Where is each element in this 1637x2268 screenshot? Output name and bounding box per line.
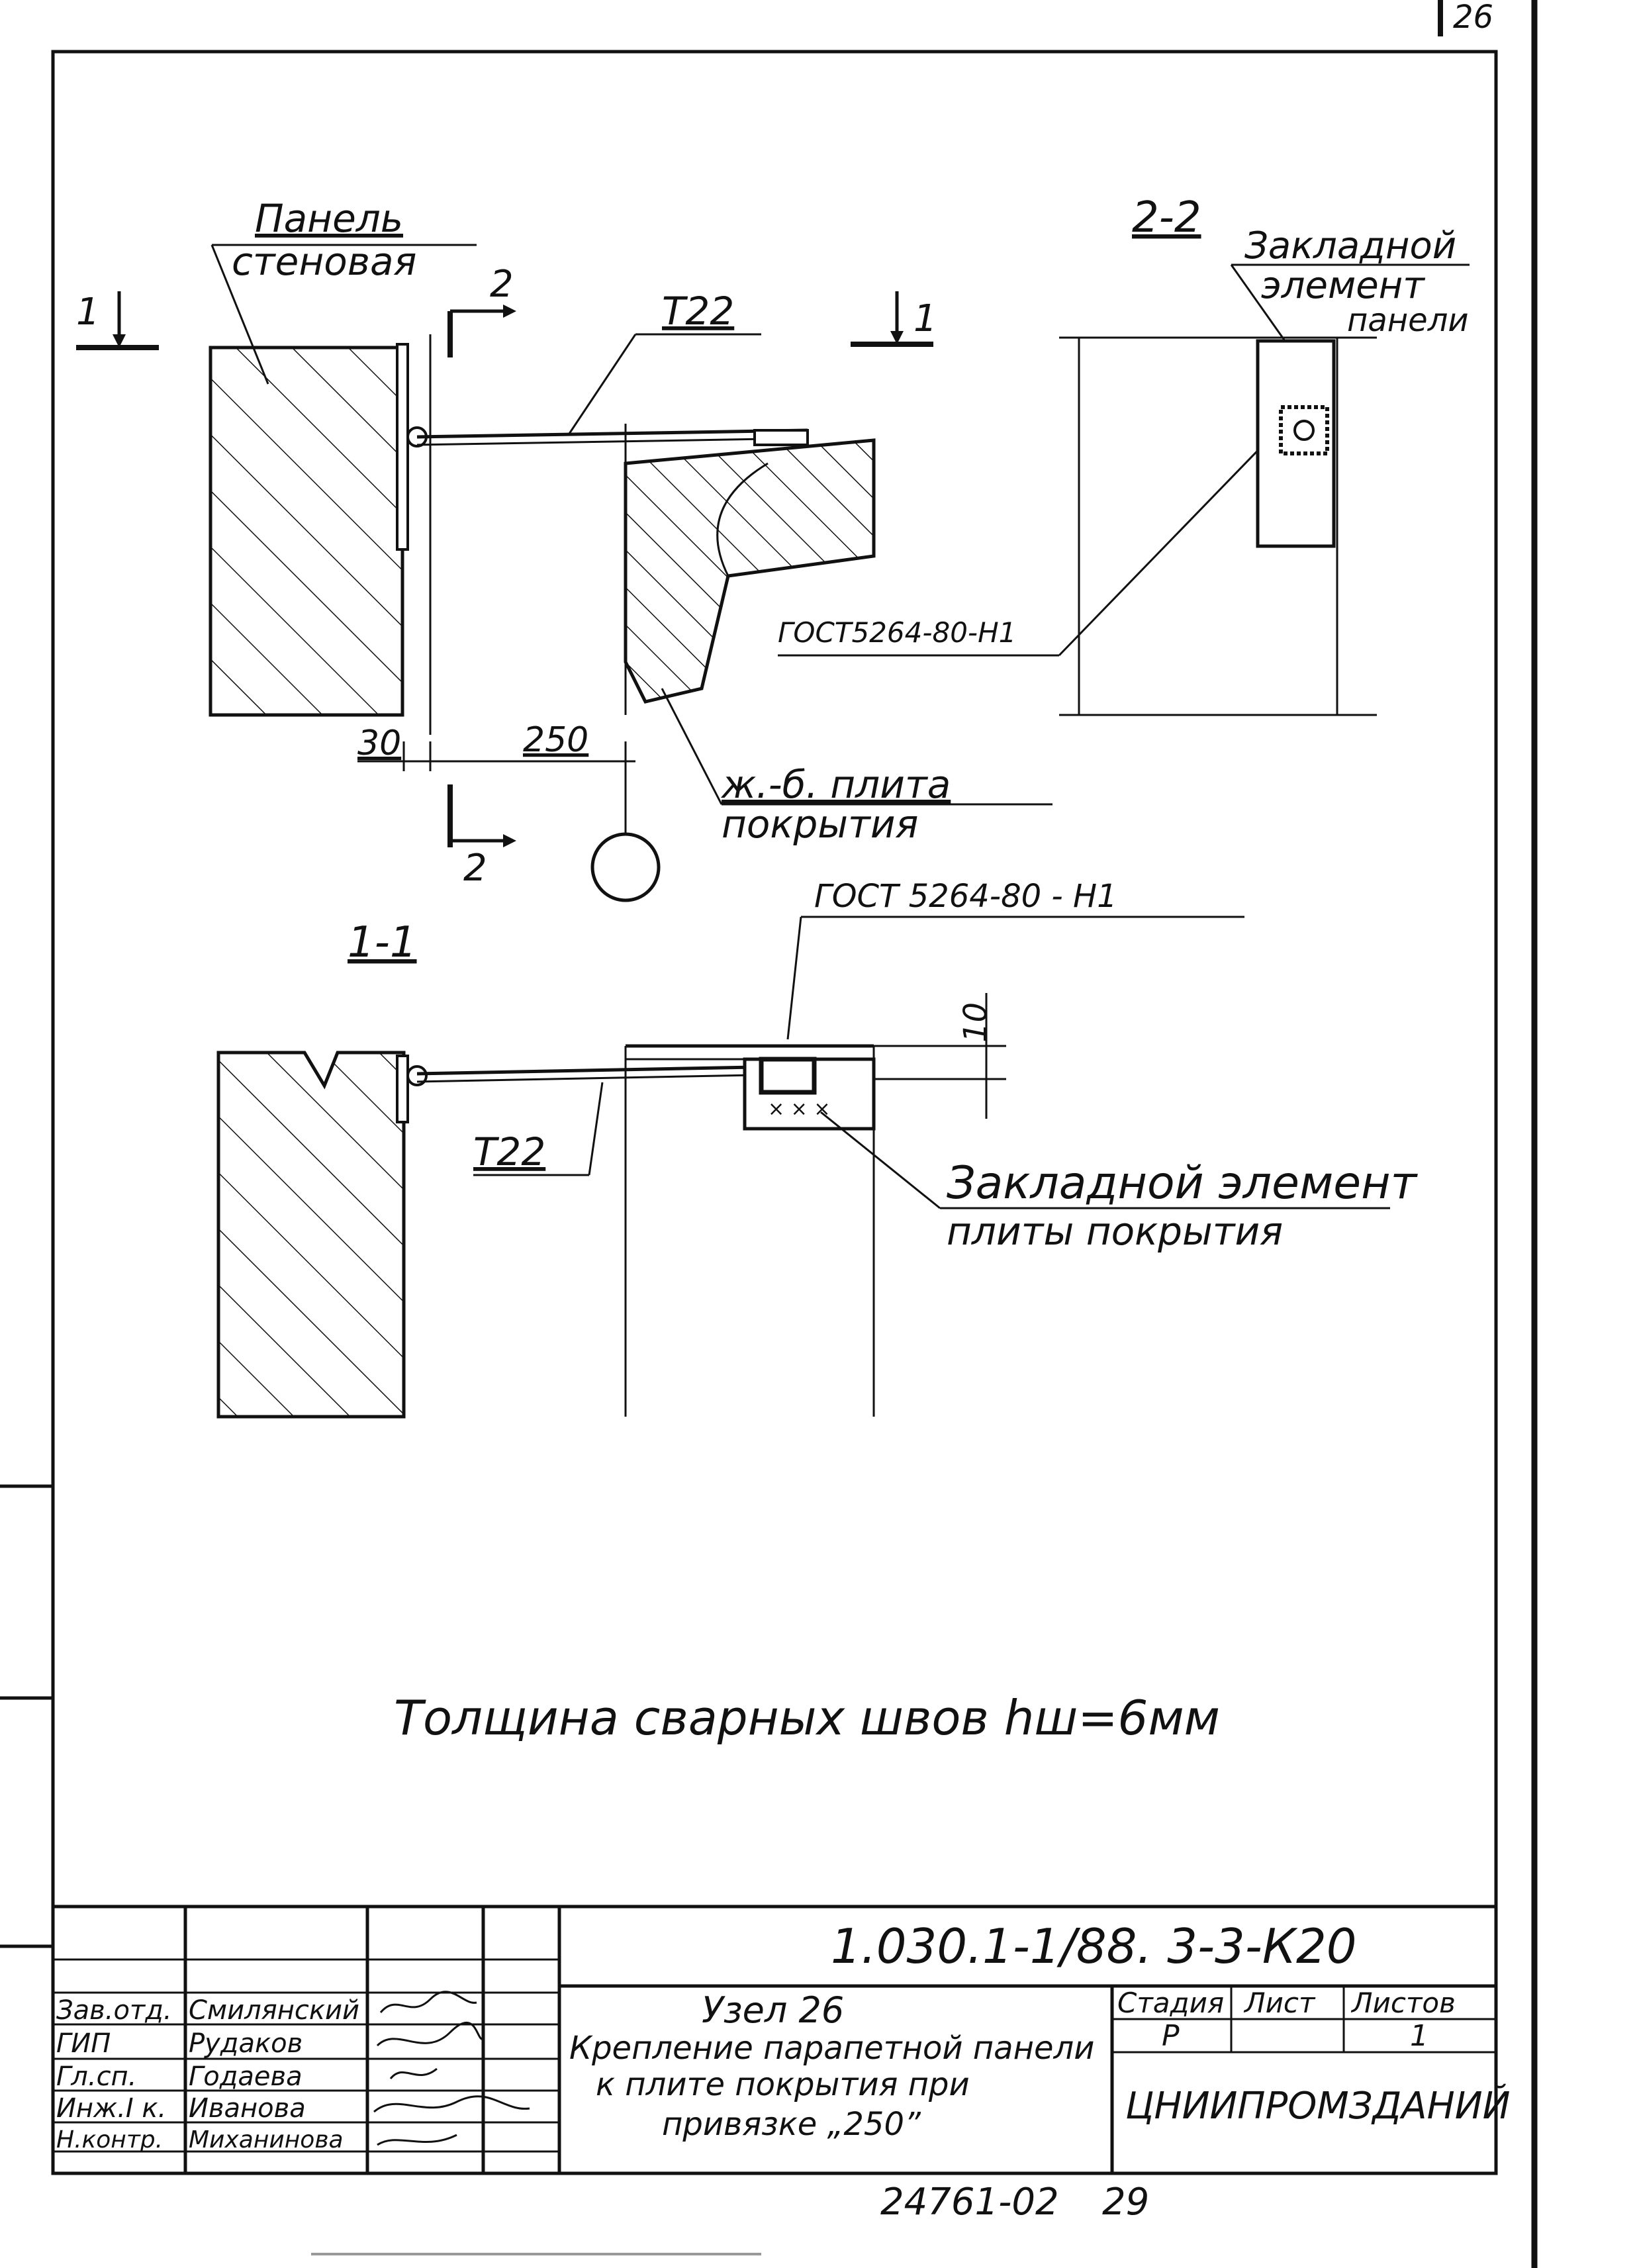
sig-role: Зав.отд. [56,1995,172,2026]
dim-250: 250 [523,720,588,760]
rod-label: Т22 [662,289,734,334]
title-line3: к плите покрытия при [596,2066,970,2103]
rod-t22 [416,428,808,439]
stage-header: Стадия [1117,1987,1224,2019]
organization: ЦНИИПРОМЗДАНИЙ [1125,2085,1511,2128]
wall-panel [209,346,404,717]
sheet-header: Лист [1243,1987,1316,2019]
archive-number: 24761-02 [880,2181,1059,2224]
rod-t22-section [416,1065,755,1076]
panel-label-line1: Панель [255,196,403,241]
sig-role: ГИП [56,2028,111,2059]
weld-note: Толщина сварных швов hш=6мм [394,1690,1220,1746]
sig-name: Смилянский [189,1995,359,2026]
cut-1-left: 1 [76,291,100,334]
dim-10: 10 [957,1002,994,1043]
stage-value: Р [1162,2019,1180,2053]
embed-panel-label-3: панели [1347,302,1469,339]
panel-plate [396,343,409,551]
handwritten-signatures [373,1991,530,2146]
sig-name: Годаева [189,2061,303,2092]
sheets-header: Листов [1350,1987,1456,2019]
title-line1: Узел 26 [702,1989,844,2031]
sig-name: Иванова [189,2093,306,2124]
sig-role: Н.контр. [56,2126,163,2153]
roof-slab [624,438,876,704]
title-line4: привязке „250” [662,2106,921,2143]
svg-text:× × ×: × × × [768,1098,830,1121]
slab-label-line2: покрытия [722,802,918,847]
sheets-value: 1 [1410,2019,1428,2053]
section-2-2: 2-2 Закладной элемент панели [1059,193,1470,716]
section-1-1: 1-1 × × × 10 ГОСТ 5264-80 - Н1 Т22 [216,878,1419,1419]
title-block: 1.030.1-1/88. 3-3-К20 Узел 26 Крепление … [53,1905,1511,2224]
signature-rows: Зав.отд. Смилянский ГИП Рудаков Гл.сп. Г… [56,1995,359,2153]
page-number: 26 [1453,0,1493,36]
rod-end-plate [753,429,809,446]
wall-panel-section [216,1051,406,1419]
doc-code: 1.030.1-1/88. 3-3-К20 [831,1918,1357,1974]
embed-panel-label-1: Закладной [1244,224,1456,267]
top-section: 1 1 2 2 Панель стеновая Т22 30 250 [76,196,1272,902]
archive-page: 29 [1102,2181,1149,2224]
sig-role: Инж.I к. [56,2093,166,2124]
gost-label-section: ГОСТ 5264-80 - Н1 [814,878,1117,915]
panel-label-line2: стеновая [232,239,416,284]
gost-label-top: ГОСТ5264-80-Н1 [778,616,1016,649]
embed-panel-label-2: элемент [1261,264,1425,307]
sig-role: Гл.сп. [56,2061,136,2092]
embed-slab-label-1: Закладной элемент [947,1157,1419,1209]
rod-label-section: Т22 [473,1129,545,1174]
page-number-block: 26 [1438,0,1493,36]
cut-1-right: 1 [913,297,937,340]
dim-30: 30 [357,724,401,763]
title-line2: Крепление парапетной панели [569,2030,1094,2067]
sig-name: Рудаков [189,2028,303,2059]
section-1-1-title: 1-1 [348,918,417,967]
axis-bubble [590,832,661,902]
cut-2-top: 2 [490,263,514,306]
embed-slab-label-2: плиты покрытия [947,1209,1283,1254]
slab-label-line1: ж.-б. плита [720,762,951,807]
cut-2-bottom: 2 [463,847,487,890]
sig-name: Миханинова [189,2126,344,2153]
section-2-2-title: 2-2 [1132,193,1201,242]
drawing-frame [51,50,1498,2175]
